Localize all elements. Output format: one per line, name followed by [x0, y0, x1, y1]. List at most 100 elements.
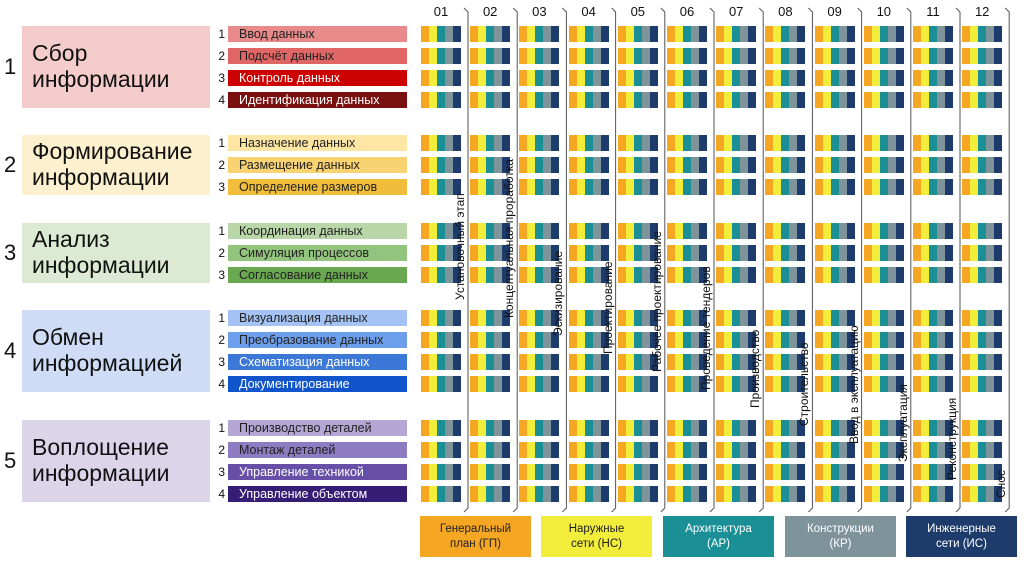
matrix-cell-stripe-gray	[691, 310, 699, 326]
matrix-cell-stripe-orange	[519, 245, 528, 261]
matrix-cell-stripe-gray	[838, 332, 847, 348]
matrix-cell-stripe-teal	[879, 354, 888, 370]
matrix-cell-stripe-orange	[421, 70, 429, 86]
column-bracket	[562, 7, 567, 513]
matrix-cell-stripe-yellow	[773, 70, 782, 86]
matrix-cell-stripe-yellow	[527, 354, 536, 370]
matrix-cell-stripe-gray	[543, 354, 552, 370]
matrix-cell-stripe-navy	[453, 267, 461, 283]
matrix-cell	[617, 92, 658, 108]
matrix-cell-stripe-gray	[986, 70, 995, 86]
matrix-cell-stripe-orange	[568, 310, 577, 326]
matrix-cell-stripe-teal	[978, 442, 987, 458]
subitem-number: 3	[218, 355, 225, 369]
matrix-cell-stripe-navy	[551, 332, 560, 348]
legend-item: Инженерные сети (ИС)	[906, 516, 1017, 557]
matrix-cell-stripe-navy	[551, 223, 560, 239]
matrix-cell-stripe-teal	[830, 332, 839, 348]
matrix-cell-stripe-orange	[519, 442, 528, 458]
matrix-cell-stripe-gray	[641, 464, 650, 480]
matrix-cell-stripe-gray	[986, 442, 995, 458]
matrix-cell	[568, 310, 609, 326]
matrix-cell-stripe-yellow	[822, 26, 831, 42]
matrix-cell-stripe-navy	[649, 376, 658, 392]
matrix-cell-stripe-navy	[748, 135, 757, 151]
matrix-cell-stripe-navy	[502, 135, 511, 151]
matrix-cell-stripe-navy	[649, 442, 658, 458]
matrix-cell-stripe-gray	[838, 310, 847, 326]
matrix-cell-stripe-gray	[592, 223, 601, 239]
matrix-cell	[519, 267, 560, 283]
matrix-cell-stripe-yellow	[527, 70, 536, 86]
matrix-cell-stripe-teal	[683, 70, 691, 86]
matrix-cell-stripe-gray	[789, 245, 798, 261]
matrix-cell-stripe-teal	[830, 135, 839, 151]
matrix-cell-stripe-navy	[649, 245, 658, 261]
matrix-cell-stripe-gray	[494, 245, 503, 261]
matrix-cell-stripe-yellow	[478, 420, 487, 436]
matrix-cell-stripe-gray	[691, 486, 699, 502]
matrix-cell	[863, 376, 904, 392]
matrix-cell-stripe-navy	[945, 464, 953, 480]
matrix-cell-stripe-navy	[895, 332, 904, 348]
matrix-cell-stripe-orange	[962, 376, 971, 392]
matrix-cell-stripe-gray	[543, 442, 552, 458]
matrix-cell-stripe-gray	[494, 223, 503, 239]
matrix-cell-stripe-yellow	[527, 376, 536, 392]
matrix-cell	[421, 420, 461, 436]
matrix-cell-stripe-gray	[838, 135, 847, 151]
matrix-cell-stripe-gray	[937, 245, 945, 261]
matrix-cell-stripe-gray	[641, 354, 650, 370]
matrix-cell-stripe-orange	[470, 420, 479, 436]
matrix-cell-stripe-orange	[617, 179, 626, 195]
matrix-cell-stripe-orange	[617, 157, 626, 173]
matrix-cell-stripe-orange	[519, 179, 528, 195]
matrix-cell-stripe-navy	[748, 267, 757, 283]
subitem-number: 3	[218, 71, 225, 85]
matrix-cell-stripe-orange	[617, 48, 626, 64]
matrix-cell-stripe-yellow	[970, 332, 979, 348]
matrix-cell-stripe-yellow	[970, 48, 979, 64]
matrix-cell-stripe-teal	[633, 223, 642, 239]
matrix-cell-stripe-navy	[748, 486, 757, 502]
matrix-cell-stripe-teal	[486, 420, 495, 436]
matrix-cell-stripe-orange	[913, 157, 921, 173]
matrix-cell	[765, 354, 806, 370]
matrix-cell-stripe-orange	[814, 310, 823, 326]
matrix-cell-stripe-teal	[978, 486, 987, 502]
matrix-cell-stripe-gray	[937, 310, 945, 326]
matrix-cell-stripe-orange	[421, 223, 429, 239]
matrix-cell-stripe-teal	[584, 179, 593, 195]
matrix-cell-stripe-orange	[962, 70, 971, 86]
matrix-cell-stripe-navy	[453, 26, 461, 42]
matrix-cell	[421, 48, 461, 64]
matrix-cell-stripe-navy	[994, 332, 1003, 348]
matrix-cell-stripe-yellow	[429, 486, 437, 502]
matrix-cell-stripe-yellow	[527, 245, 536, 261]
matrix-cell-stripe-orange	[913, 464, 921, 480]
matrix-cell-stripe-yellow	[822, 135, 831, 151]
subitem-bar: Визуализация данных	[228, 310, 407, 326]
matrix-cell-stripe-teal	[683, 179, 691, 195]
matrix-cell-stripe-teal	[437, 92, 445, 108]
matrix-cell-stripe-gray	[445, 332, 453, 348]
matrix-cell-stripe-navy	[748, 376, 757, 392]
matrix-cell-stripe-yellow	[724, 420, 733, 436]
matrix-cell-stripe-yellow	[822, 245, 831, 261]
matrix-cell-stripe-teal	[486, 70, 495, 86]
matrix-cell-stripe-teal	[486, 223, 495, 239]
matrix-cell-stripe-teal	[732, 135, 741, 151]
matrix-cell-stripe-orange	[716, 376, 725, 392]
matrix-cell-stripe-navy	[797, 332, 806, 348]
matrix-cell-stripe-teal	[535, 332, 544, 348]
matrix-cell-stripe-orange	[421, 245, 429, 261]
matrix-cell-stripe-gray	[543, 92, 552, 108]
matrix-cell-stripe-navy	[994, 376, 1003, 392]
matrix-cell-stripe-yellow	[675, 310, 683, 326]
matrix-cell	[617, 157, 658, 173]
matrix-cell-stripe-navy	[551, 157, 560, 173]
matrix-cell-stripe-teal	[535, 420, 544, 436]
matrix-cell	[962, 48, 1003, 64]
matrix-cell-stripe-gray	[838, 70, 847, 86]
matrix-cell-stripe-teal	[584, 486, 593, 502]
